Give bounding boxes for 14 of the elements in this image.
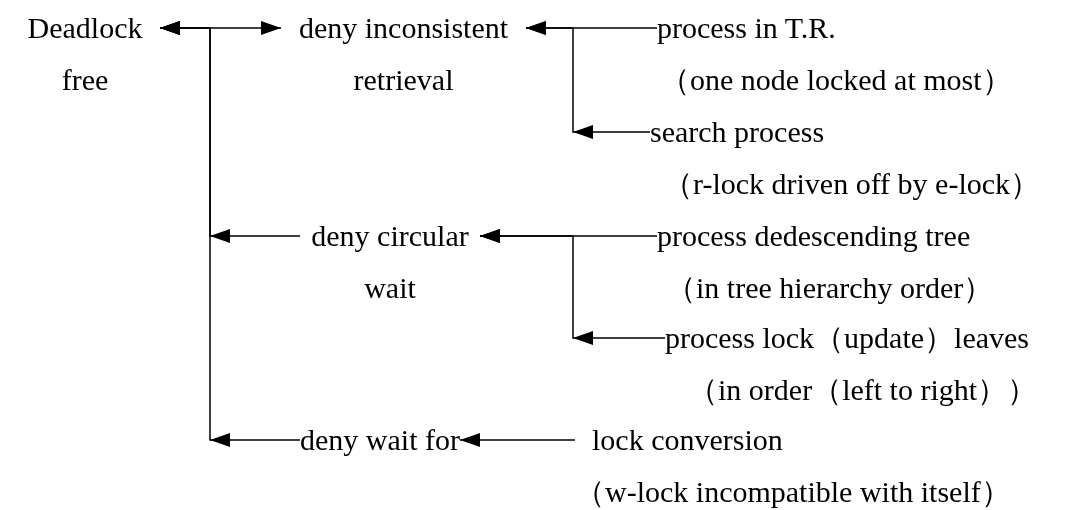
node-note: （in tree hierarchy order）	[665, 270, 994, 306]
node-label: process dedescending tree	[657, 218, 972, 254]
node-label: deny circular wait	[310, 218, 470, 306]
node-label: Deadlock free	[26, 10, 144, 98]
node-note: （in order（left to right））	[687, 372, 1038, 408]
node-note: （r-lock driven off by e-lock）	[662, 166, 1041, 202]
node-label: deny inconsistent retrieval	[297, 10, 510, 98]
node-note: （one node locked at most）	[659, 62, 1012, 98]
node-label: deny wait for	[300, 422, 460, 458]
node-label: process in T.R.	[657, 10, 837, 46]
node-label: lock conversion	[591, 422, 784, 458]
node-label: process lock（update）leaves	[665, 320, 1031, 356]
node-note: （w-lock incompatible with itself）	[575, 474, 1011, 510]
node-label: search process	[650, 114, 826, 150]
